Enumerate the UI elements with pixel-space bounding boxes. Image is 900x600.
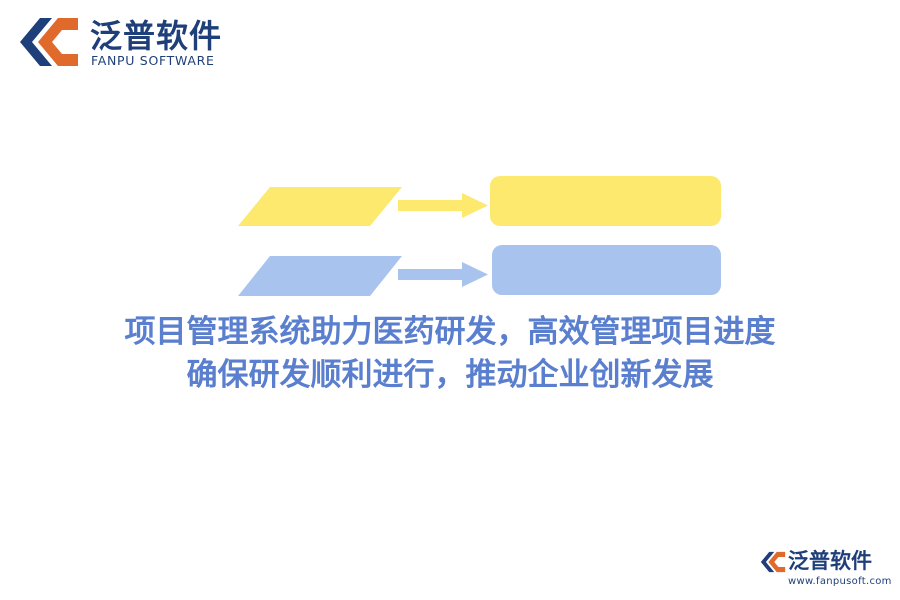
row1-box [490, 176, 721, 226]
brand-name-en: FANPU SOFTWARE [91, 53, 215, 68]
row1-parallelogram [238, 187, 402, 226]
brand-name-cn: 泛普软件 [90, 17, 223, 55]
row2-box [492, 245, 721, 295]
footer-brand-url[interactable]: www.fanpusoft.com [788, 576, 892, 587]
headline-line-1: 项目管理系统助力医药研发，高效管理项目进度 [124, 314, 776, 350]
row2-parallelogram [238, 256, 402, 296]
headline-line-2: 确保研发顺利进行，推动企业创新发展 [186, 357, 714, 393]
footer-brand-name: 泛普软件 [788, 549, 872, 573]
row2-arrow [398, 262, 488, 287]
row1-arrow [398, 193, 488, 218]
brand-header: 泛普软件 FANPU SOFTWARE [18, 14, 248, 74]
brand-footer: 泛普软件 www.fanpusoft.com [760, 549, 892, 596]
fanpu-logo-small-icon [760, 551, 786, 573]
fanpu-logo-icon [20, 18, 78, 66]
